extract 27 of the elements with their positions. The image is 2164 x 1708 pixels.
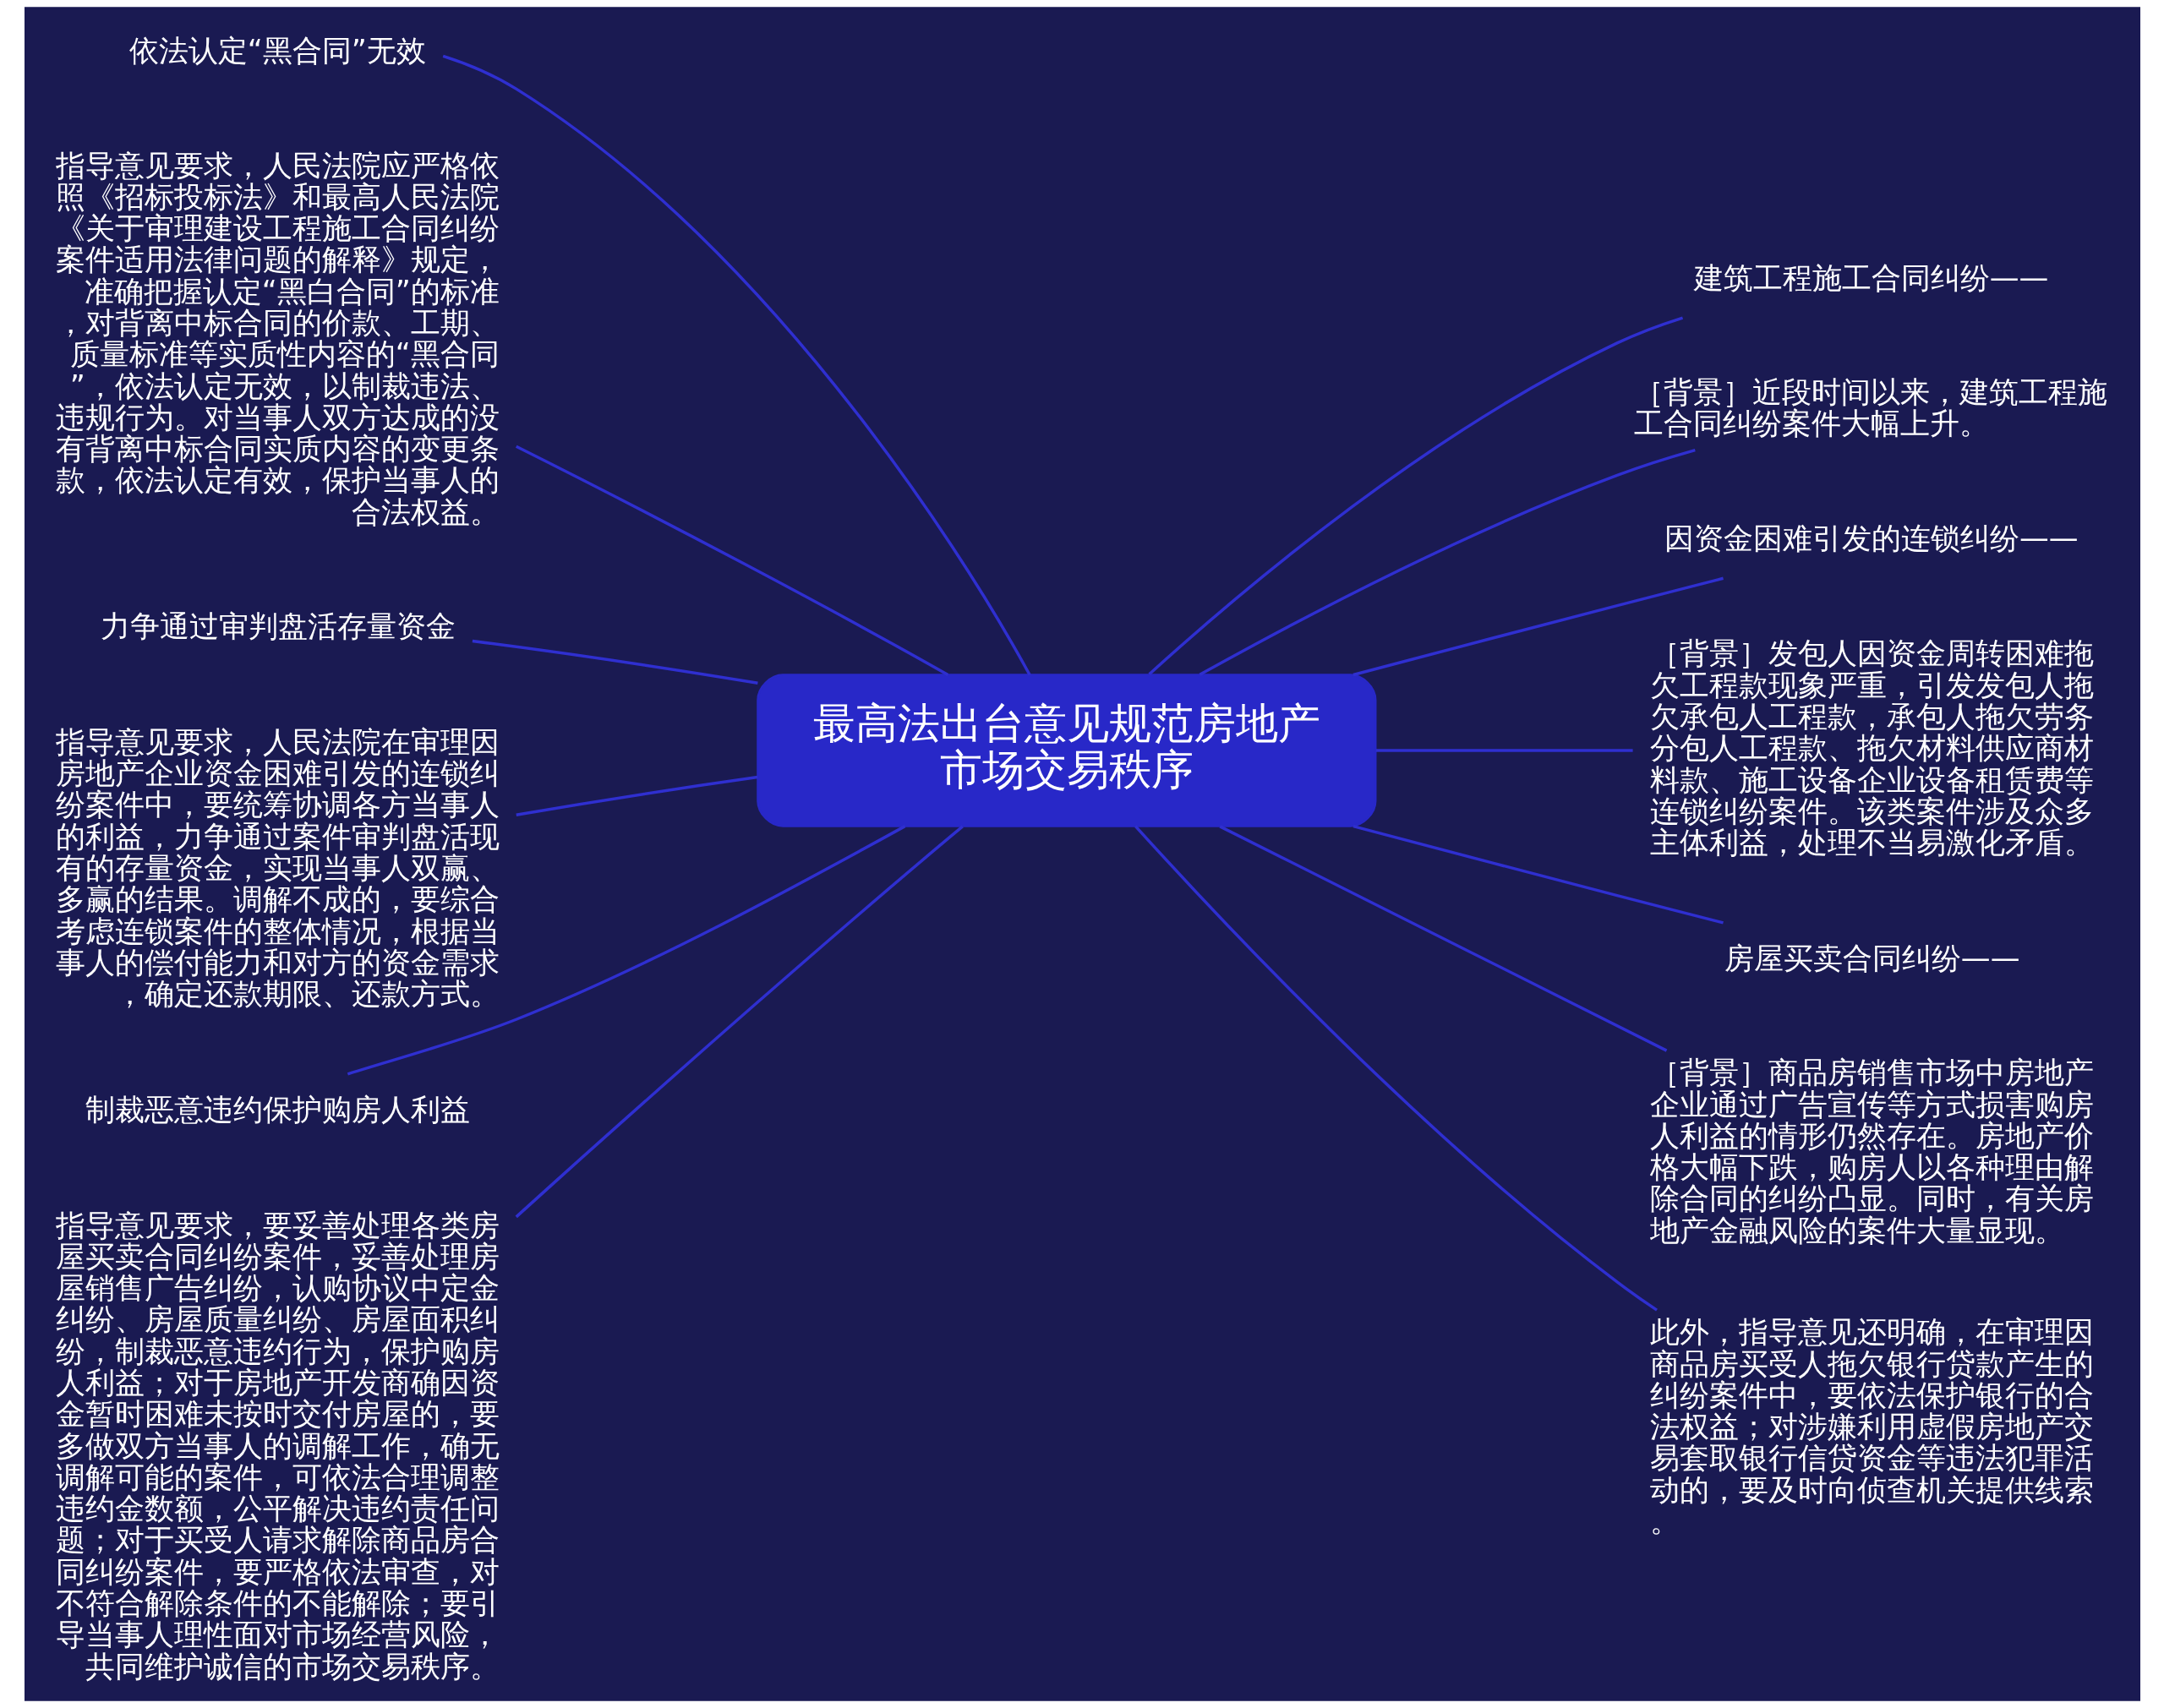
connector <box>1147 316 1683 676</box>
connector <box>347 825 905 1076</box>
connector <box>1352 824 1724 925</box>
node-text: 制裁恶意违约保护购房人利益 <box>85 1092 470 1127</box>
node-text: 因资金困难引发的连锁纠纷—— <box>1664 521 2079 555</box>
node-text: ［背景］发包人因资金周转困难拖欠工程款现象严重，引发发包人拖欠承包人工程款，承包人拖欠劳务分包人工程款、拖欠材料供应商材料款、施工设备企业设备租赁费等连锁纠纷案件。该类案件涉及众多主体利益，处理不当易激化矛盾。 <box>1649 636 2094 860</box>
node-text: 建筑工程施工合同纠纷—— <box>1693 260 2048 295</box>
connector <box>1199 449 1696 676</box>
connector <box>1134 825 1658 1312</box>
node-text: 此外，指导意见还明确，在审理因商品房买受人拖欠银行贷款产生的纠纷案件中，要依法保护银行的合法权益；对涉嫌利用虚假房地产交易套取银行信贷资金等违法犯罪活动的，要及时向侦查机关提供线索。 <box>1649 1315 2094 1538</box>
node-text: ［背景］商品房销售市场中房地产企业通过广告宣传等方式损害购房人利益的情形仍然存在。房地产价格大幅下跌，购房人以各种理由解除合同的纠纷凸显。同时，有关房地产金融风险的案件大量显现。 <box>1649 1056 2094 1247</box>
node-box: 最高法出台意见规范房地产市场交易秩序 <box>756 674 1376 827</box>
node-text: 依法认定“黑合同”无效 <box>128 34 426 68</box>
connector <box>515 825 964 1219</box>
node-text: ［背景］近段时间以来，建筑工程施工合同纠纷案件大幅上升。 <box>1633 374 2107 441</box>
connector <box>1375 749 1633 752</box>
connector <box>515 445 948 677</box>
node-text: 指导意见要求，人民法院应严格依照《招标投标法》和最高人民法院《关于审理建设工程施工合同纠纷案件适用法律问题的解释》规定，准确把握认定“黑白合同”的标准，对背离中标合同的价款、工期、质量标准等实质性内容的“黑合同”，依法认定无效，以制裁违法、违规行为。对当事人双方达成的没有背离中标合同实质内容的变更条款，依法认定有效，保护当事人的合法权益。 <box>55 148 500 529</box>
connector <box>442 54 1031 676</box>
connector <box>1218 825 1667 1052</box>
connector <box>1352 576 1724 677</box>
node-text: 指导意见要求，要妥善处理各类房屋买卖合同纠纷案件，妥善处理房屋销售广告纠纷，认购协议中定金纠纷、房屋质量纠纷、房屋面积纠纷，制裁恶意违约行为，保护购房人利益；对于房地产开发商确因资金暂时困难未按时交付房屋的，要多做双方当事人的调解工作，确无调解可能的案件，可依法合理调整违约金数额，公平解决违约责任问题；对于买受人请求解除商品房合同纠纷案件，要严格依法审查，对不符合解除条件的不能解除；要引导当事人理性面对市场经营风险，共同维护诚信的市场交易秩序。 <box>55 1208 500 1683</box>
node-text: 力争通过审判盘活存量资金 <box>100 609 456 644</box>
connector <box>515 775 758 816</box>
node-text: 房屋买卖合同纠纷—— <box>1724 941 2019 975</box>
connector <box>472 639 758 685</box>
node-text: 指导意见要求，人民法院在审理因房地产企业资金困难引发的连锁纠纷案件中，要统筹协调各方当事人的利益，力争通过案件审判盘活现有的存量资金，实现当事人双赢、多赢的结果。调解不成的，要综合考虑连锁案件的整体情况，根据当事人的偿付能力和对方的资金需求，确定还款期限、还款方式。 <box>55 724 500 1012</box>
